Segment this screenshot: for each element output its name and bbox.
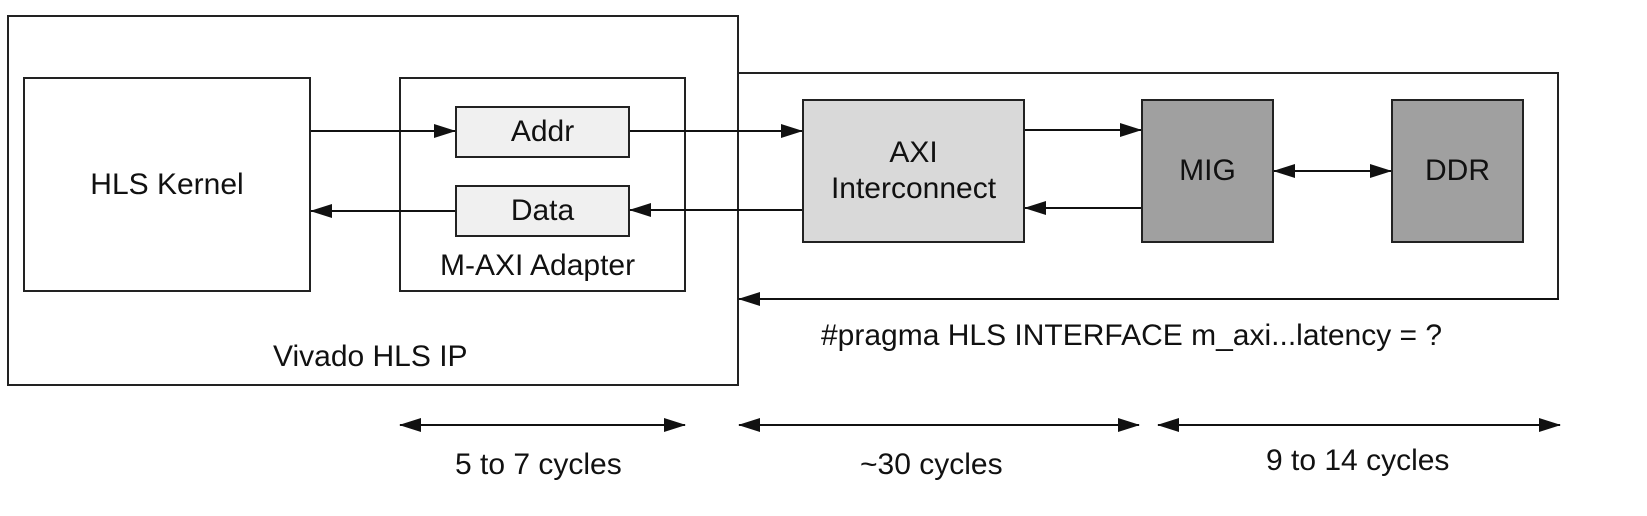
pragma-text: #pragma HLS INTERFACE m_axi...latency = …: [821, 319, 1443, 352]
data-channel: Data: [455, 185, 630, 237]
ddr-block: DDR: [1391, 99, 1524, 243]
axi-interconnect-line2: Interconnect: [830, 172, 997, 205]
ddr-label: DDR: [1425, 154, 1490, 187]
addr-label: Addr: [510, 115, 575, 148]
memory-latency-label: 9 to 14 cycles: [1266, 444, 1450, 477]
m-axi-adapter-label: M-AXI Adapter: [440, 249, 636, 282]
interconnect-latency-label: ~30 cycles: [860, 448, 1003, 481]
adapter-latency-label: 5 to 7 cycles: [455, 448, 622, 481]
m-axi-adapter-block: [399, 77, 686, 292]
data-label: Data: [510, 194, 575, 227]
addr-channel: Addr: [455, 106, 630, 158]
axi-interconnect-line1: AXI: [889, 136, 938, 169]
vivado-hls-ip-label: Vivado HLS IP: [273, 340, 468, 373]
mig-label: MIG: [1179, 154, 1236, 187]
vivado-hls-ip-box: [7, 15, 739, 386]
axi-interconnect-block: AXI Interconnect: [802, 99, 1025, 243]
mig-block: MIG: [1141, 99, 1274, 243]
hls-kernel-label: HLS Kernel: [90, 167, 244, 201]
external-path-box: [739, 72, 1559, 300]
hls-kernel-block: HLS Kernel: [23, 77, 311, 292]
